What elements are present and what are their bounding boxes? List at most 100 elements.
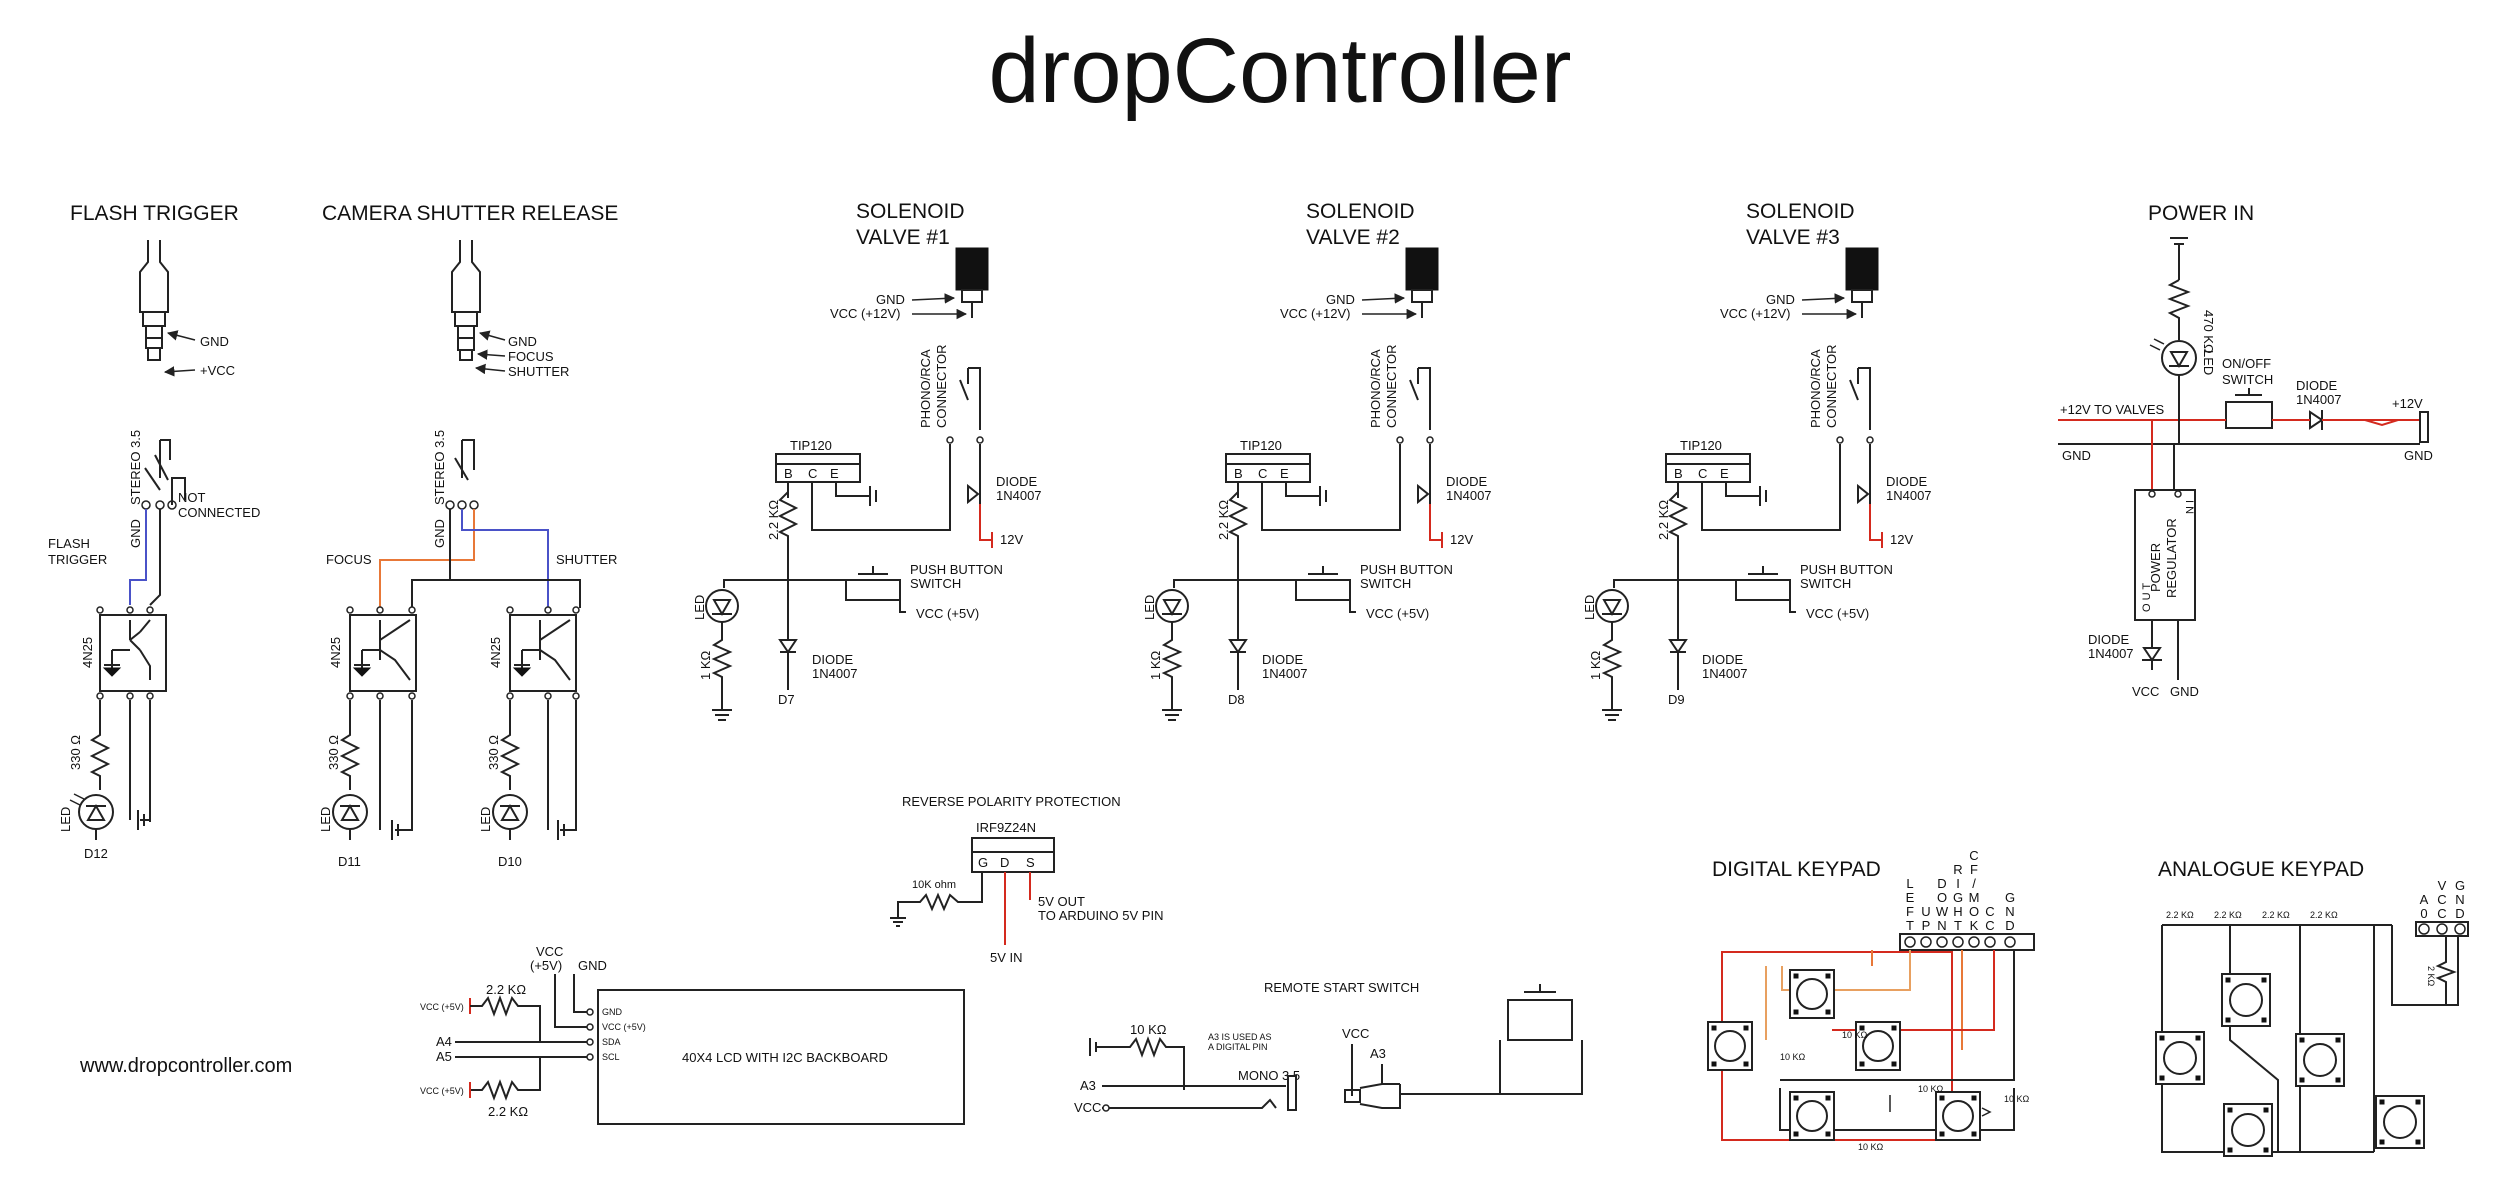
digital-keypad-resistor-0: 10 KΩ [1780,1052,1806,1062]
camera-led-label-2: LED [478,807,493,832]
power-heading: POWER IN [2148,202,2254,225]
valve-diode-part-1: 1N4007 [1446,488,1492,503]
camera-focus-label: FOCUS [508,349,554,364]
valve-led-0: LED [692,595,707,620]
power-resistor-label: 470 KΩ [2201,310,2216,354]
power-gnd-label: GND [2170,684,2199,699]
flash-trigger-section: FLASH TRIGGER GND +VCC STEREO 3.5 GND NO… [48,202,260,861]
flash-label-2: TRIGGER [48,552,107,567]
rp-out-label-2: TO ARDUINO 5V PIN [1038,908,1163,923]
flash-optocoupler [99,614,167,692]
flash-stereo-label: STEREO 3.5 [128,430,143,505]
valve-push-2-0: SWITCH [910,576,961,591]
analogue-keypad-heading: ANALOGUE KEYPAD [2158,858,2364,881]
lcd-module [597,989,965,1125]
valve-vcc5-2: VCC (+5V) [1806,606,1869,621]
analogue-keypad-pin-0 [2418,923,2430,935]
valve-diode-b-1: DIODE [1262,652,1304,667]
valve-heading-2-0: VALVE #1 [856,226,950,249]
valve-12v-2: 12V [1890,532,1913,547]
lcd-pin-gnd: GND [602,1007,623,1017]
valve-heading-1-2: SOLENOID [1746,200,1855,223]
valve-diode-part-2: 1N4007 [1886,488,1932,503]
power-diode2-label: DIODE [2088,632,2130,647]
lcd-vcc5-top: VCC (+5V) [420,1002,464,1012]
valve-1k-0: 1 KΩ [698,650,713,680]
digital-keypad-button-1 [1707,1021,1753,1071]
analogue-keypad-button-2 [2295,1033,2345,1087]
digital-keypad-pin-2 [1936,936,1948,948]
valve-phono-1-2: PHONO/RCA [1808,349,1823,428]
lcd-pin-sda: SDA [602,1037,621,1047]
valve-push-1-0: PUSH BUTTON [910,562,1003,577]
reverse-polarity-section: REVERSE POLARITY PROTECTION IRF9Z24N G D… [890,794,1163,965]
power-diode2-part: 1N4007 [2088,646,2134,661]
lcd-vcc-label: VCC [536,944,563,959]
valve-phono-2-2: CONNECTOR [1824,344,1839,428]
digital-keypad-button-0 [1789,969,1835,1019]
valve-diode-part-0: 1N4007 [996,488,1042,503]
valve-diode-2: DIODE [1886,474,1928,489]
lcd-gnd-label: GND [578,958,607,973]
valve-diode-b-part-2: 1N4007 [1702,666,1748,681]
rp-resistor-label: 10K ohm [912,879,956,891]
power-switch-label-2: SWITCH [2222,372,2273,387]
valve-12v-1: 12V [1450,532,1473,547]
valve-resistor-0: 2.2 KΩ [766,500,781,540]
analogue-keypad-button-3 [2223,1103,2273,1157]
digital-keypad-button-3 [1789,1091,1835,1141]
valve-heading-2-2: VALVE #3 [1746,226,1840,249]
power-diode-part: 1N4007 [2296,392,2342,407]
rp-part-label: IRF9Z24N [976,820,1036,835]
power-led-label: LED [2201,350,2216,375]
camera-heading: CAMERA SHUTTER RELEASE [322,202,618,225]
rp-g-label: G [978,855,988,870]
analogue-keypad-resistor-4: 2 KΩ [2426,966,2436,987]
digital-keypad-pin-1 [1920,936,1932,948]
power-gnd-left-label: GND [2062,448,2091,463]
power-switch-label-1: ON/OFF [2222,356,2271,371]
analogue-keypad-pin-1 [2436,923,2448,935]
camera-focus-wire-label: FOCUS [326,552,372,567]
lcd-vcc-label-2: (+5V) [530,958,562,973]
camera-resistor-label-1: 330 Ω [326,735,341,770]
power-in-section: POWER IN 470 KΩ LED ON/OFF SWITCH DIODE … [2058,202,2433,699]
flash-led-label: LED [58,807,73,832]
valve-e-0: E [830,466,839,481]
rp-out-label-1: 5V OUT [1038,894,1085,909]
camera-gnd-pin-label: GND [432,519,447,548]
valve-phono-1-1: PHONO/RCA [1368,349,1383,428]
lcd-resistor-bottom: 2.2 KΩ [488,1104,528,1119]
valve-pin-2: D9 [1668,692,1685,707]
valve-e-2: E [1720,466,1729,481]
rp-s-label: S [1026,855,1035,870]
valve-vcc-2: VCC (+12V) [1720,306,1790,321]
valve-led-2: LED [1582,595,1597,620]
flash-resistor-label: 330 Ω [68,735,83,770]
digital-keypad-pin-4 [1968,936,1980,948]
valve-gnd-2: GND [1766,292,1795,307]
power-regulator-label-1: POWER [2148,543,2163,592]
valve-diode-b-0: DIODE [812,652,854,667]
lcd-section: VCC (+5V) GND 40X4 LCD WITH I2C BACKBOAR… [420,944,965,1125]
lcd-vcc5-bottom: VCC (+5V) [420,1086,464,1096]
flash-vcc-label: +VCC [200,363,235,378]
remote-note-1: A3 IS USED AS [1208,1032,1272,1042]
flash-gnd-pin-label: GND [128,519,143,548]
valve-heading-1-1: SOLENOID [1306,200,1415,223]
website-url: www.dropcontroller.com [79,1055,292,1077]
flash-label-1: FLASH [48,536,90,551]
valve-gnd-0: GND [876,292,905,307]
flash-pin-label: D12 [84,846,108,861]
power-reg-in-label: I N [2183,500,2195,514]
remote-vcc-label: VCC [1074,1100,1101,1115]
